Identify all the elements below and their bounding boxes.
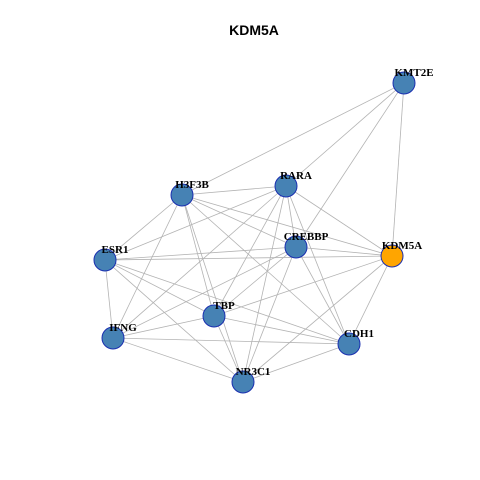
node-crebbp[interactable] bbox=[284, 235, 308, 259]
edge-crebbp-ifng bbox=[112, 246, 297, 339]
edge-nr3c1-cdh1 bbox=[242, 343, 350, 383]
edge-rara-ifng bbox=[112, 185, 287, 339]
edge-h3f3b-ifng bbox=[112, 194, 183, 339]
edge-rara-tbp bbox=[213, 185, 287, 317]
edge-h3f3b-esr1 bbox=[104, 194, 183, 261]
node-nr3c1[interactable] bbox=[231, 370, 255, 394]
edge-h3f3b-kdm5a bbox=[181, 194, 393, 257]
edge-tbp-nr3c1 bbox=[213, 315, 244, 383]
edge-tbp-cdh1 bbox=[213, 315, 350, 345]
node-label-kdm5a: KDM5A bbox=[382, 240, 422, 252]
edge-crebbp-tbp bbox=[213, 246, 297, 317]
edge-rara-nr3c1 bbox=[242, 185, 287, 383]
node-label-crebbp: CREBBP bbox=[284, 231, 329, 243]
node-h3f3b[interactable] bbox=[170, 183, 194, 207]
node-label-cdh1: CDH1 bbox=[344, 328, 374, 340]
edge-tbp-ifng bbox=[112, 315, 215, 339]
graph-title: KDM5A bbox=[229, 22, 279, 38]
node-label-kmt2e: KMT2E bbox=[394, 67, 433, 79]
edge-kmt2e-kdm5a bbox=[391, 82, 405, 257]
node-kmt2e[interactable] bbox=[392, 71, 416, 95]
edge-crebbp-esr1 bbox=[104, 246, 297, 261]
edge-esr1-ifng bbox=[104, 259, 114, 339]
edge-kmt2e-crebbp bbox=[295, 82, 405, 248]
edge-esr1-cdh1 bbox=[104, 259, 350, 345]
edge-kdm5a-nr3c1 bbox=[242, 255, 393, 383]
node-label-tbp: TBP bbox=[213, 300, 235, 312]
edge-h3f3b-crebbp bbox=[181, 194, 297, 248]
edge-rara-cdh1 bbox=[285, 185, 350, 345]
edge-esr1-tbp bbox=[104, 259, 215, 317]
node-tbp[interactable] bbox=[202, 304, 226, 328]
edge-kmt2e-h3f3b bbox=[181, 82, 405, 196]
node-label-h3f3b: H3F3B bbox=[175, 179, 209, 191]
edge-rara-kdm5a bbox=[285, 185, 393, 257]
node-layer bbox=[93, 71, 416, 394]
node-rara[interactable] bbox=[274, 174, 298, 198]
node-label-rara: RARA bbox=[280, 170, 312, 182]
edge-crebbp-nr3c1 bbox=[242, 246, 297, 383]
edge-kdm5a-esr1 bbox=[104, 255, 393, 261]
node-label-nr3c1: NR3C1 bbox=[236, 366, 271, 378]
node-esr1[interactable] bbox=[93, 248, 117, 272]
edge-h3f3b-cdh1 bbox=[181, 194, 350, 345]
node-label-ifng: IFNG bbox=[109, 322, 137, 334]
node-label-esr1: ESR1 bbox=[102, 244, 129, 256]
edge-kdm5a-tbp bbox=[213, 255, 393, 317]
edge-crebbp-cdh1 bbox=[295, 246, 350, 345]
node-kdm5a[interactable] bbox=[380, 244, 404, 268]
edge-ifng-cdh1 bbox=[112, 337, 350, 345]
edge-h3f3b-rara bbox=[181, 185, 287, 196]
edge-rara-esr1 bbox=[104, 185, 287, 261]
edge-ifng-nr3c1 bbox=[112, 337, 244, 383]
edge-kmt2e-rara bbox=[285, 82, 405, 187]
node-cdh1[interactable] bbox=[337, 332, 361, 356]
edge-esr1-nr3c1 bbox=[104, 259, 244, 383]
edge-crebbp-kdm5a bbox=[295, 246, 393, 257]
node-ifng[interactable] bbox=[101, 326, 125, 350]
edge-kdm5a-cdh1 bbox=[348, 255, 393, 345]
edge-layer bbox=[104, 82, 405, 383]
